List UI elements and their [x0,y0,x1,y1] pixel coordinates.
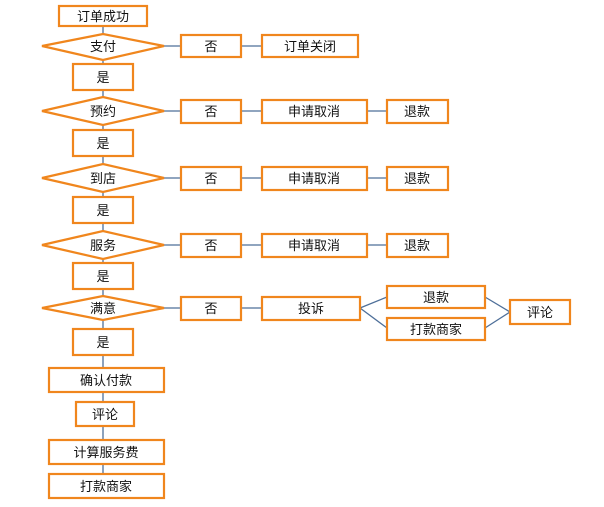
step-service-fee: 计算服务费 [47,438,166,466]
yes-box-5: 是 [71,327,135,357]
no-label-5: 否 [204,302,217,317]
cancel-request-box-4: 申请取消 [260,232,369,259]
decision-arrive: 到店 [41,162,165,194]
decision-service-label: 服务 [90,238,116,254]
refund-box-5: 退款 [385,284,487,310]
pay-merchant-box-5: 打款商家 [385,316,487,342]
yes-box-2: 是 [71,128,135,158]
refund-label-4: 退款 [404,239,430,254]
yes-label-3: 是 [96,204,109,219]
no-label-1: 否 [204,40,217,55]
yes-box-3: 是 [71,195,135,225]
decision-pay-label: 支付 [90,40,116,55]
decision-pay: 支付 [41,32,165,62]
yes-box-1: 是 [71,62,135,92]
yes-label-1: 是 [96,71,109,86]
refund-box-3: 退款 [385,165,450,192]
pay-merchant-label-5: 打款商家 [410,322,462,338]
start-node: 订单成功 [57,4,149,28]
step-confirm-payment-label: 确认付款 [80,374,132,389]
yes-label-4: 是 [96,270,109,285]
step-pay-merchant-label: 打款商家 [80,479,132,495]
step-review: 评论 [74,400,136,428]
no-label-3: 否 [204,172,217,187]
decision-satisfied: 满意 [41,294,165,322]
step-confirm-payment: 确认付款 [47,366,166,394]
cancel-request-label-3: 申请取消 [288,172,340,187]
review-box-5: 评论 [508,298,572,326]
cancel-request-label-2: 申请取消 [288,105,340,120]
cancel-request-box-3: 申请取消 [260,165,369,192]
decision-reserve: 预约 [41,95,165,127]
decision-reserve-label: 预约 [90,105,116,120]
complaint-label: 投诉 [298,301,324,317]
refund-box-2: 退款 [385,98,450,125]
complaint-box: 投诉 [260,295,362,322]
step-review-label: 评论 [92,408,118,423]
no-box-4: 否 [179,232,243,259]
refund-label-5: 退款 [423,291,449,306]
cancel-request-label-4: 申请取消 [288,239,340,254]
decision-arrive-label: 到店 [90,172,116,187]
refund-label-2: 退款 [404,105,430,120]
no-box-3: 否 [179,165,243,192]
no-box-2: 否 [179,98,243,125]
order-closed-label: 订单关闭 [284,40,336,55]
start-node-label: 订单成功 [77,10,129,25]
review-label-5: 评论 [527,306,553,321]
connectors [102,26,511,474]
step-service-fee-label: 计算服务费 [73,445,138,461]
step-pay-merchant: 打款商家 [47,472,166,500]
no-box-1: 否 [179,33,243,59]
no-label-4: 否 [204,239,217,254]
order-closed-box: 订单关闭 [260,33,360,59]
no-label-2: 否 [204,105,217,120]
yes-label-2: 是 [96,137,109,152]
cancel-request-box-2: 申请取消 [260,98,369,125]
yes-label-5: 是 [96,336,109,351]
refund-label-3: 退款 [404,172,430,187]
yes-box-4: 是 [71,261,135,291]
decision-service: 服务 [41,229,165,261]
refund-box-4: 退款 [385,232,450,259]
no-box-5: 否 [179,295,243,322]
decision-satisfied-label: 满意 [90,301,116,317]
